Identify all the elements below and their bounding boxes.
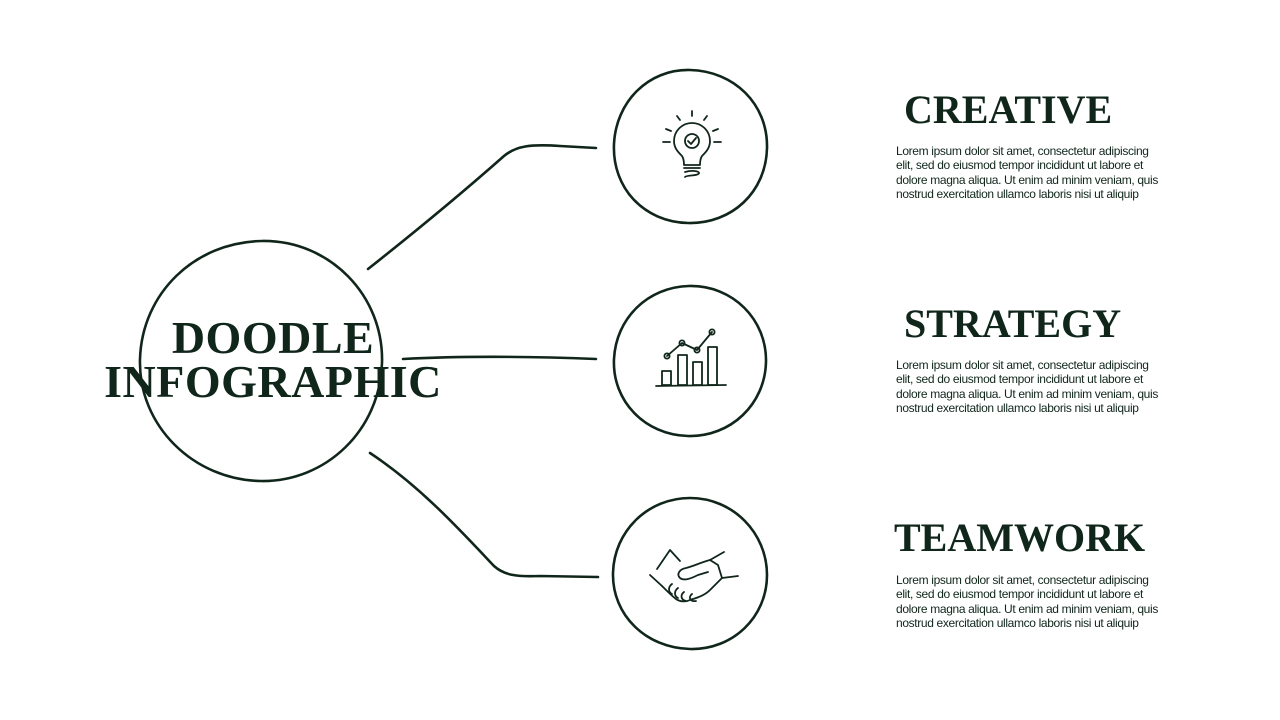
connector-top — [366, 144, 598, 271]
handshake-icon — [649, 549, 739, 603]
description-creative: Lorem ipsum dolor sit amet, consectetur … — [896, 144, 1158, 201]
heading-creative: CREATIVE — [904, 87, 1113, 132]
connector-middle — [401, 355, 598, 361]
description-teamwork: Lorem ipsum dolor sit amet, consectetur … — [896, 573, 1158, 630]
description-strategy: Lorem ipsum dolor sit amet, consectetur … — [896, 358, 1158, 415]
heading-teamwork: TEAMWORK — [894, 515, 1146, 560]
connector-bottom — [368, 451, 600, 579]
main-title: DOODLE INFOGRAPHIC — [98, 312, 448, 407]
item-circle-teamwork — [611, 496, 769, 651]
main-title-line2: INFOGRAPHIC — [104, 356, 442, 407]
heading-strategy: STRATEGY — [904, 301, 1122, 346]
item-circle-strategy — [612, 284, 768, 438]
center-circle — [138, 239, 384, 483]
item-circle-creative — [612, 68, 769, 225]
main-title-line1: DOODLE — [171, 312, 375, 363]
lightbulb-check-icon — [662, 110, 722, 178]
bar-chart-growth-icon — [655, 328, 727, 387]
